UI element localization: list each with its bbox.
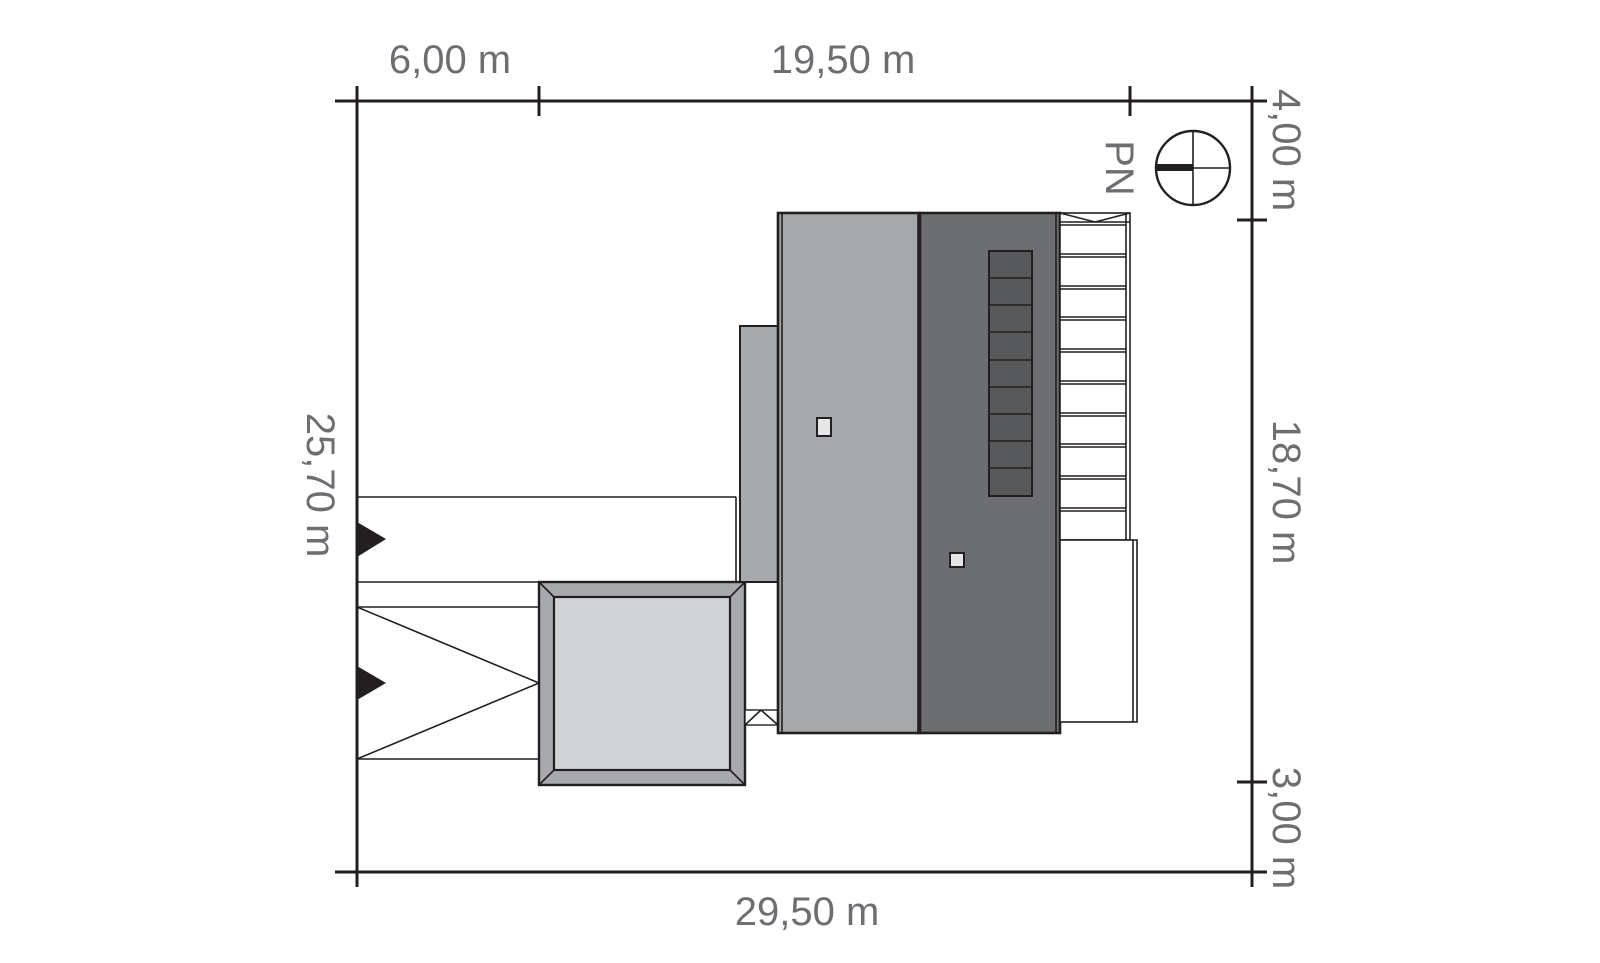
entrance-arrow-icon bbox=[357, 666, 386, 700]
dim-left-total: 25,70 m bbox=[298, 413, 342, 558]
annex-roof bbox=[739, 325, 779, 583]
terrace-slab bbox=[1059, 539, 1138, 723]
connector-truss bbox=[744, 709, 779, 726]
north-indicator: PN bbox=[1097, 129, 1232, 207]
dim-right-middle: 18,70 m bbox=[1264, 420, 1308, 565]
garage-roof bbox=[537, 580, 747, 787]
dim-right-bottom: 3,00 m bbox=[1264, 767, 1308, 889]
solar-panels bbox=[988, 250, 1033, 497]
north-needle bbox=[1156, 164, 1193, 171]
dim-top-left: 6,00 m bbox=[389, 38, 511, 82]
terrace-pergola bbox=[1059, 212, 1131, 541]
dim-top-main: 19,50 m bbox=[771, 38, 916, 82]
dim-right-top: 4,00 m bbox=[1264, 89, 1308, 211]
dimension-lines bbox=[335, 86, 1267, 887]
dim-bottom-total: 29,50 m bbox=[735, 890, 880, 934]
chimney-icon bbox=[949, 552, 965, 568]
entrance-arrow-icon bbox=[357, 522, 386, 557]
chimney-icon bbox=[816, 417, 832, 437]
north-label: PN bbox=[1097, 140, 1141, 196]
